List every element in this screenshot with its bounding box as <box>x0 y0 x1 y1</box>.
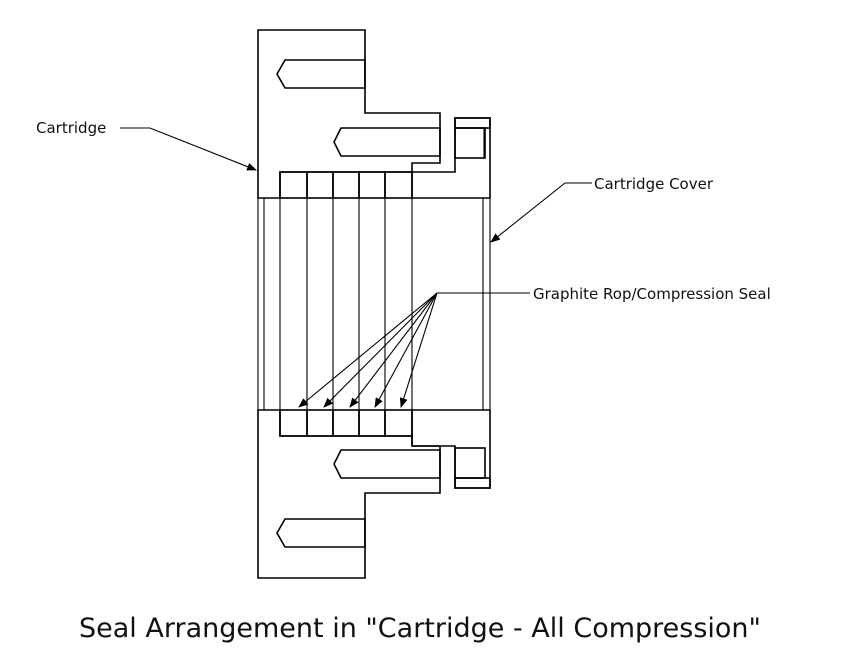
cartridge-cover-label: Cartridge Cover <box>594 175 714 193</box>
seal-leaders <box>298 292 530 408</box>
graphite-seal-label: Graphite Rop/Compression Seal <box>533 285 771 303</box>
cartridge-cover-bottom <box>411 409 491 489</box>
cartridge-leader <box>120 127 257 171</box>
seal-rings-top <box>279 171 413 199</box>
cartridge-cover-top <box>411 117 491 199</box>
seal-rings-bottom <box>279 409 413 437</box>
cartridge-label: Cartridge <box>36 119 106 137</box>
bore-outline <box>257 197 491 411</box>
cover-leader <box>490 182 592 243</box>
figure-caption: Seal Arrangement in "Cartridge - All Com… <box>79 613 761 644</box>
